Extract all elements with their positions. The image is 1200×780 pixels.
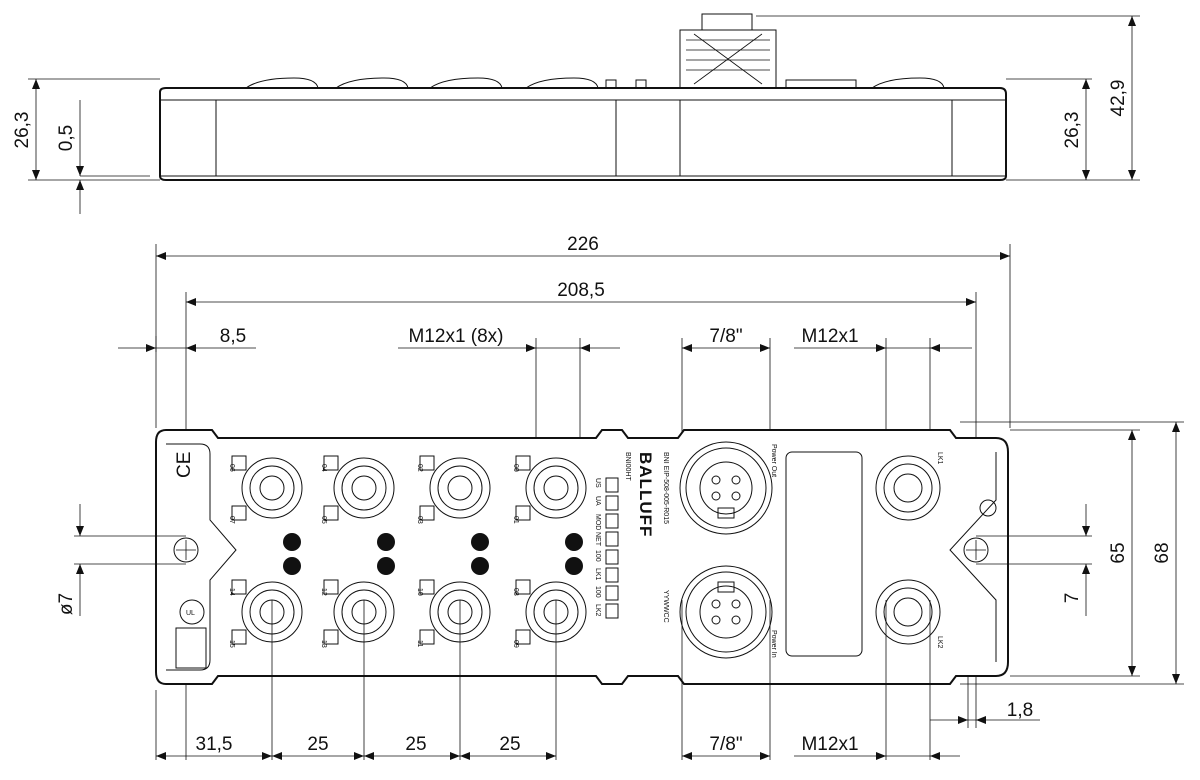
port-label: 13 [320, 640, 327, 648]
power-out-label: Power Out [770, 444, 777, 477]
power-in-label: Power In [770, 630, 777, 658]
dim-height-right: 26,3 [1062, 112, 1083, 149]
led-indicator [605, 531, 619, 547]
led-label: UA [594, 496, 601, 506]
led-indicator [605, 549, 619, 565]
led-indicator [605, 585, 619, 601]
port-label: 11 [416, 640, 423, 647]
status-led [565, 533, 583, 551]
dim-bottom-pitch-2: 25 [405, 734, 426, 755]
dim-bottom-first: 31,5 [196, 734, 233, 755]
svg-text:CE: CE [174, 452, 195, 478]
lk2-label: LK2 [936, 636, 943, 649]
port-label: 14 [228, 588, 235, 596]
led-label: 100 [594, 550, 601, 562]
port-label: 04 [320, 464, 327, 472]
led-label: MOD [594, 514, 601, 530]
port-label: 05 [320, 516, 327, 524]
dim-total-height: 42,9 [1108, 80, 1129, 117]
port-label: 07 [228, 516, 235, 524]
dim-overall-length: 226 [567, 234, 599, 255]
dim-flange-thickness: 1,8 [1007, 700, 1033, 721]
m12-port [515, 455, 587, 521]
port-label: 02 [416, 464, 423, 472]
dim-bottom-pitch-1: 25 [307, 734, 328, 755]
status-led [565, 557, 583, 575]
led-label: US [594, 478, 601, 488]
port-label: 09 [512, 640, 519, 648]
status-led [471, 533, 489, 551]
m12-ports: 06 07 04 05 02 03 00 01 14 15 12 13 10 11 08 09 [228, 455, 587, 648]
power-out-connector [679, 441, 773, 535]
dim-bottom-pitch-3: 25 [499, 734, 520, 755]
port-label: 08 [512, 588, 519, 596]
status-led [283, 533, 301, 551]
port-label: 10 [416, 588, 423, 596]
dim-width-inner: 65 [1108, 542, 1129, 563]
led-indicator [605, 603, 619, 619]
port-label: 15 [228, 640, 235, 648]
led-indicator [605, 477, 619, 493]
dim-hole-offset: 7 [1062, 593, 1083, 604]
top-view: 226 208,5 8,5 M12x1 (8x) 7/8" [56, 234, 1184, 760]
dim-bottom-m12: M12x1 [801, 734, 858, 755]
brand-logo-text: BALLUFF [636, 452, 655, 537]
dim-edge-offset: 8,5 [220, 326, 246, 347]
side-view: 26,3 0,5 26,3 42,9 [12, 13, 1140, 214]
led-label: LK2 [594, 604, 601, 617]
lk1-label: LK1 [936, 452, 943, 465]
led-indicator [605, 513, 619, 529]
led-label: NET [594, 532, 601, 547]
m12-port [231, 455, 303, 521]
svg-text:UL: UL [186, 610, 195, 617]
led-label: LK1 [594, 568, 601, 581]
m12-port [419, 455, 491, 521]
dim-m12-link-top: M12x1 [801, 326, 858, 347]
lk2-connector [875, 579, 941, 645]
dim-height-left: 26,3 [12, 112, 33, 149]
dim-width-outer: 68 [1152, 542, 1173, 563]
port-label: 00 [512, 464, 519, 472]
port-label: 03 [416, 516, 423, 524]
power-in-connector [679, 565, 773, 659]
status-led [377, 557, 395, 575]
status-led [283, 557, 301, 575]
status-led [377, 533, 395, 551]
port-label: 12 [320, 588, 327, 596]
dim-bottom-power: 7/8" [709, 734, 742, 755]
lk1-connector [875, 455, 941, 521]
display-window [785, 451, 863, 657]
led-indicator [605, 567, 619, 583]
m12-port [323, 455, 395, 521]
dim-power-connector-top: 7/8" [709, 326, 742, 347]
dim-hole-diameter: ø7 [56, 593, 77, 615]
part-number-label: BNI EIP-508-005-R015 [662, 452, 669, 524]
dim-gap: 0,5 [56, 125, 77, 151]
led-label: 100 [594, 586, 601, 598]
date-code-label: YYWWCC [662, 590, 669, 623]
led-indicator [605, 495, 619, 511]
port-label: 01 [512, 516, 519, 524]
dim-hole-spacing: 208,5 [557, 280, 605, 301]
port-label: 06 [228, 464, 235, 472]
model-label: BNI00HT [624, 452, 631, 482]
status-led [471, 557, 489, 575]
dim-m12-ports: M12x1 (8x) [408, 326, 503, 347]
